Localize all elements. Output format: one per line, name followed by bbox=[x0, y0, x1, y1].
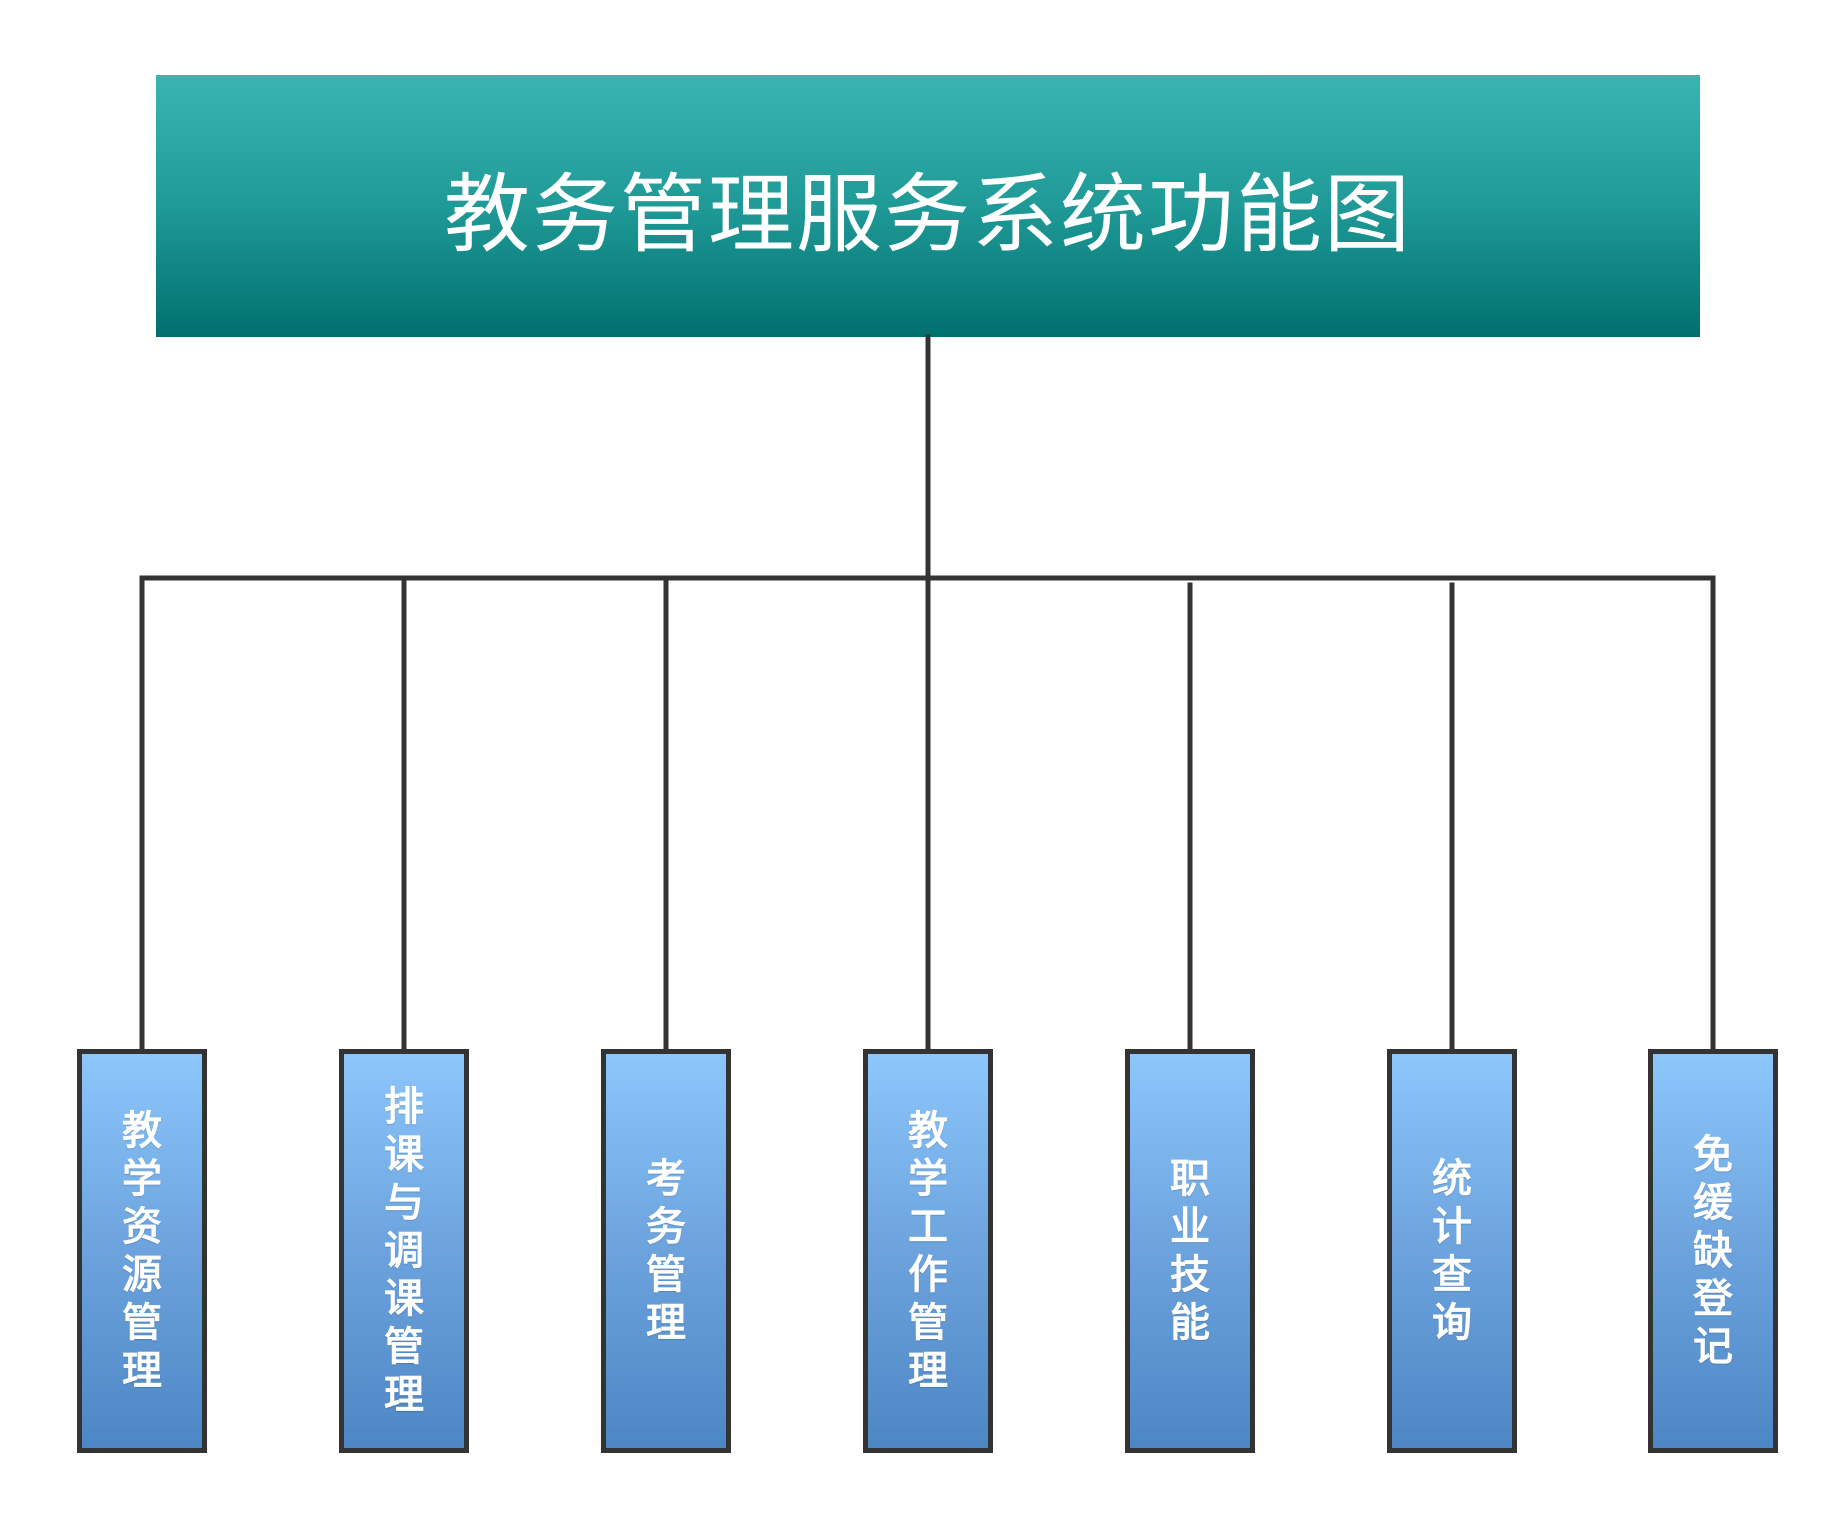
module-box-7: 免缓缺登记 bbox=[1648, 1049, 1778, 1453]
module-box-6: 统计查询 bbox=[1387, 1049, 1517, 1453]
module-label: 教学工作管理 bbox=[908, 1108, 948, 1394]
module-label: 职业技能 bbox=[1170, 1156, 1210, 1346]
module-box-1: 教学资源管理 bbox=[77, 1049, 207, 1453]
module-label: 教学资源管理 bbox=[122, 1108, 162, 1394]
module-label: 免缓缺登记 bbox=[1693, 1132, 1733, 1370]
module-box-2: 排课与调课管理 bbox=[339, 1049, 469, 1453]
module-label: 排课与调课管理 bbox=[384, 1084, 424, 1418]
module-box-5: 职业技能 bbox=[1125, 1049, 1255, 1453]
diagram-title: 教务管理服务系统功能图 bbox=[444, 164, 1412, 265]
module-label: 统计查询 bbox=[1432, 1156, 1472, 1346]
module-box-4: 教学工作管理 bbox=[863, 1049, 993, 1453]
module-label: 考务管理 bbox=[646, 1156, 686, 1346]
module-box-3: 考务管理 bbox=[601, 1049, 731, 1453]
diagram-title-box: 教务管理服务系统功能图 bbox=[156, 75, 1700, 337]
